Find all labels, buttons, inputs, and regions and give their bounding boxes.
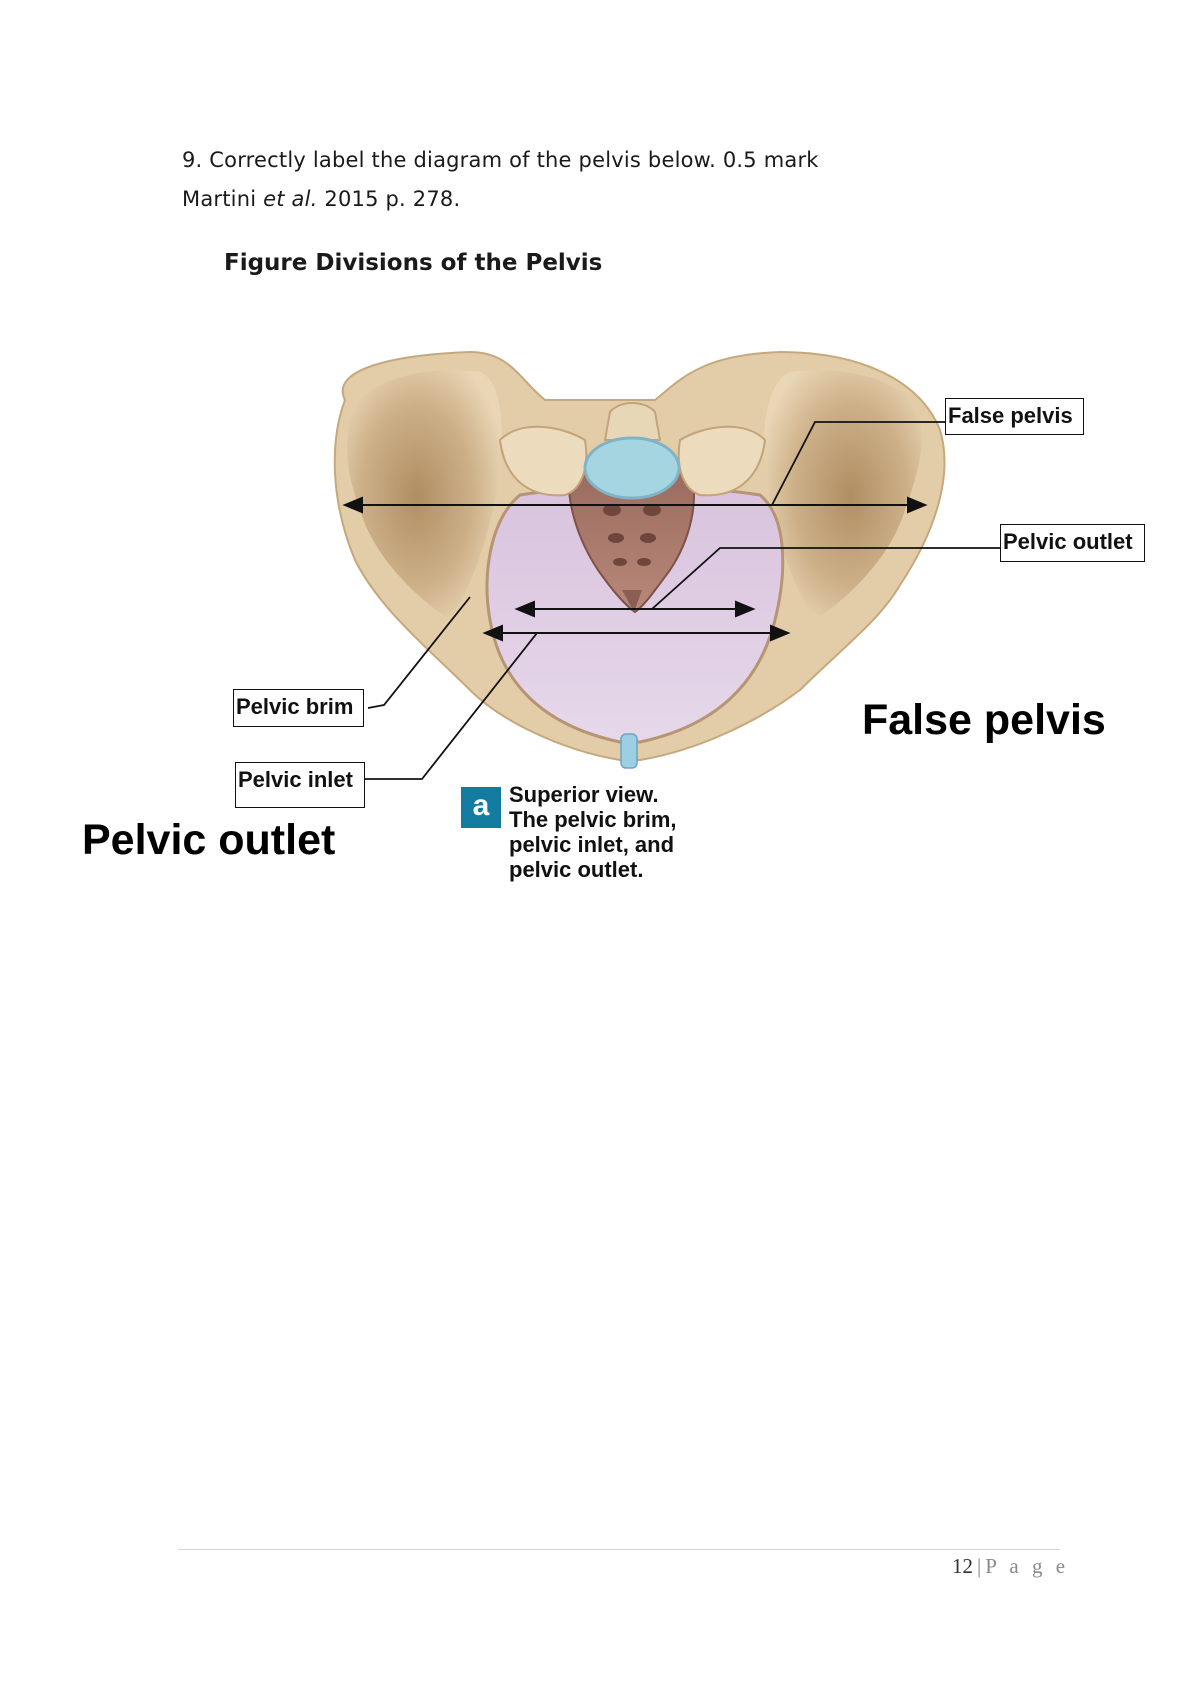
answer-false-pelvis: False pelvis <box>862 696 1106 744</box>
page-separator: | <box>977 1554 982 1578</box>
right-iliac-fossa <box>763 370 922 620</box>
pelvis-diagram <box>333 350 1000 780</box>
caption-line-4: pelvic outlet. <box>509 857 644 882</box>
vertebra-left-wing <box>498 425 588 497</box>
pubic-symphysis <box>620 733 638 769</box>
coccyx <box>622 590 642 612</box>
figure-caption: Superior view. The pelvic brim, pelvic i… <box>509 782 677 882</box>
caption-badge: a <box>461 787 501 828</box>
leader-pelvic-brim <box>367 596 471 709</box>
sacral-foramina <box>603 504 661 566</box>
vertebra-right-wing <box>677 425 767 497</box>
label-false-pelvis[interactable]: False pelvis <box>945 398 1084 435</box>
vertebra-spinous-process <box>603 402 662 441</box>
caption-line-1: Superior view. <box>509 782 659 807</box>
answer-pelvic-outlet: Pelvic outlet <box>82 816 336 864</box>
label-pelvic-inlet[interactable]: Pelvic inlet <box>235 762 365 808</box>
footer-divider <box>178 1549 1060 1550</box>
page-word: P a g e <box>985 1554 1070 1578</box>
leader-false-pelvis <box>771 421 945 506</box>
question-text: 9. Correctly label the diagram of the pe… <box>182 148 819 172</box>
left-iliac-fossa <box>347 370 502 620</box>
citation-author: Martini <box>182 187 264 211</box>
label-pelvic-outlet[interactable]: Pelvic outlet <box>1000 524 1145 562</box>
citation-rest: 2015 p. 278. <box>317 187 461 211</box>
figure-title: Figure Divisions of the Pelvis <box>224 250 603 276</box>
caption-line-3: pelvic inlet, and <box>509 832 675 857</box>
label-pelvic-brim[interactable]: Pelvic brim <box>233 689 364 727</box>
caption-line-2: The pelvic brim, <box>509 807 677 832</box>
page-number: 12|P a g e <box>952 1554 1069 1579</box>
citation-etal: et al. <box>263 187 318 211</box>
leader-pelvic-inlet <box>364 632 538 780</box>
intervertebral-disc <box>583 436 681 500</box>
leader-pelvic-outlet <box>651 547 1000 610</box>
citation: Martini et al. 2015 p. 278. <box>182 185 460 213</box>
page-number-value: 12 <box>952 1554 973 1578</box>
